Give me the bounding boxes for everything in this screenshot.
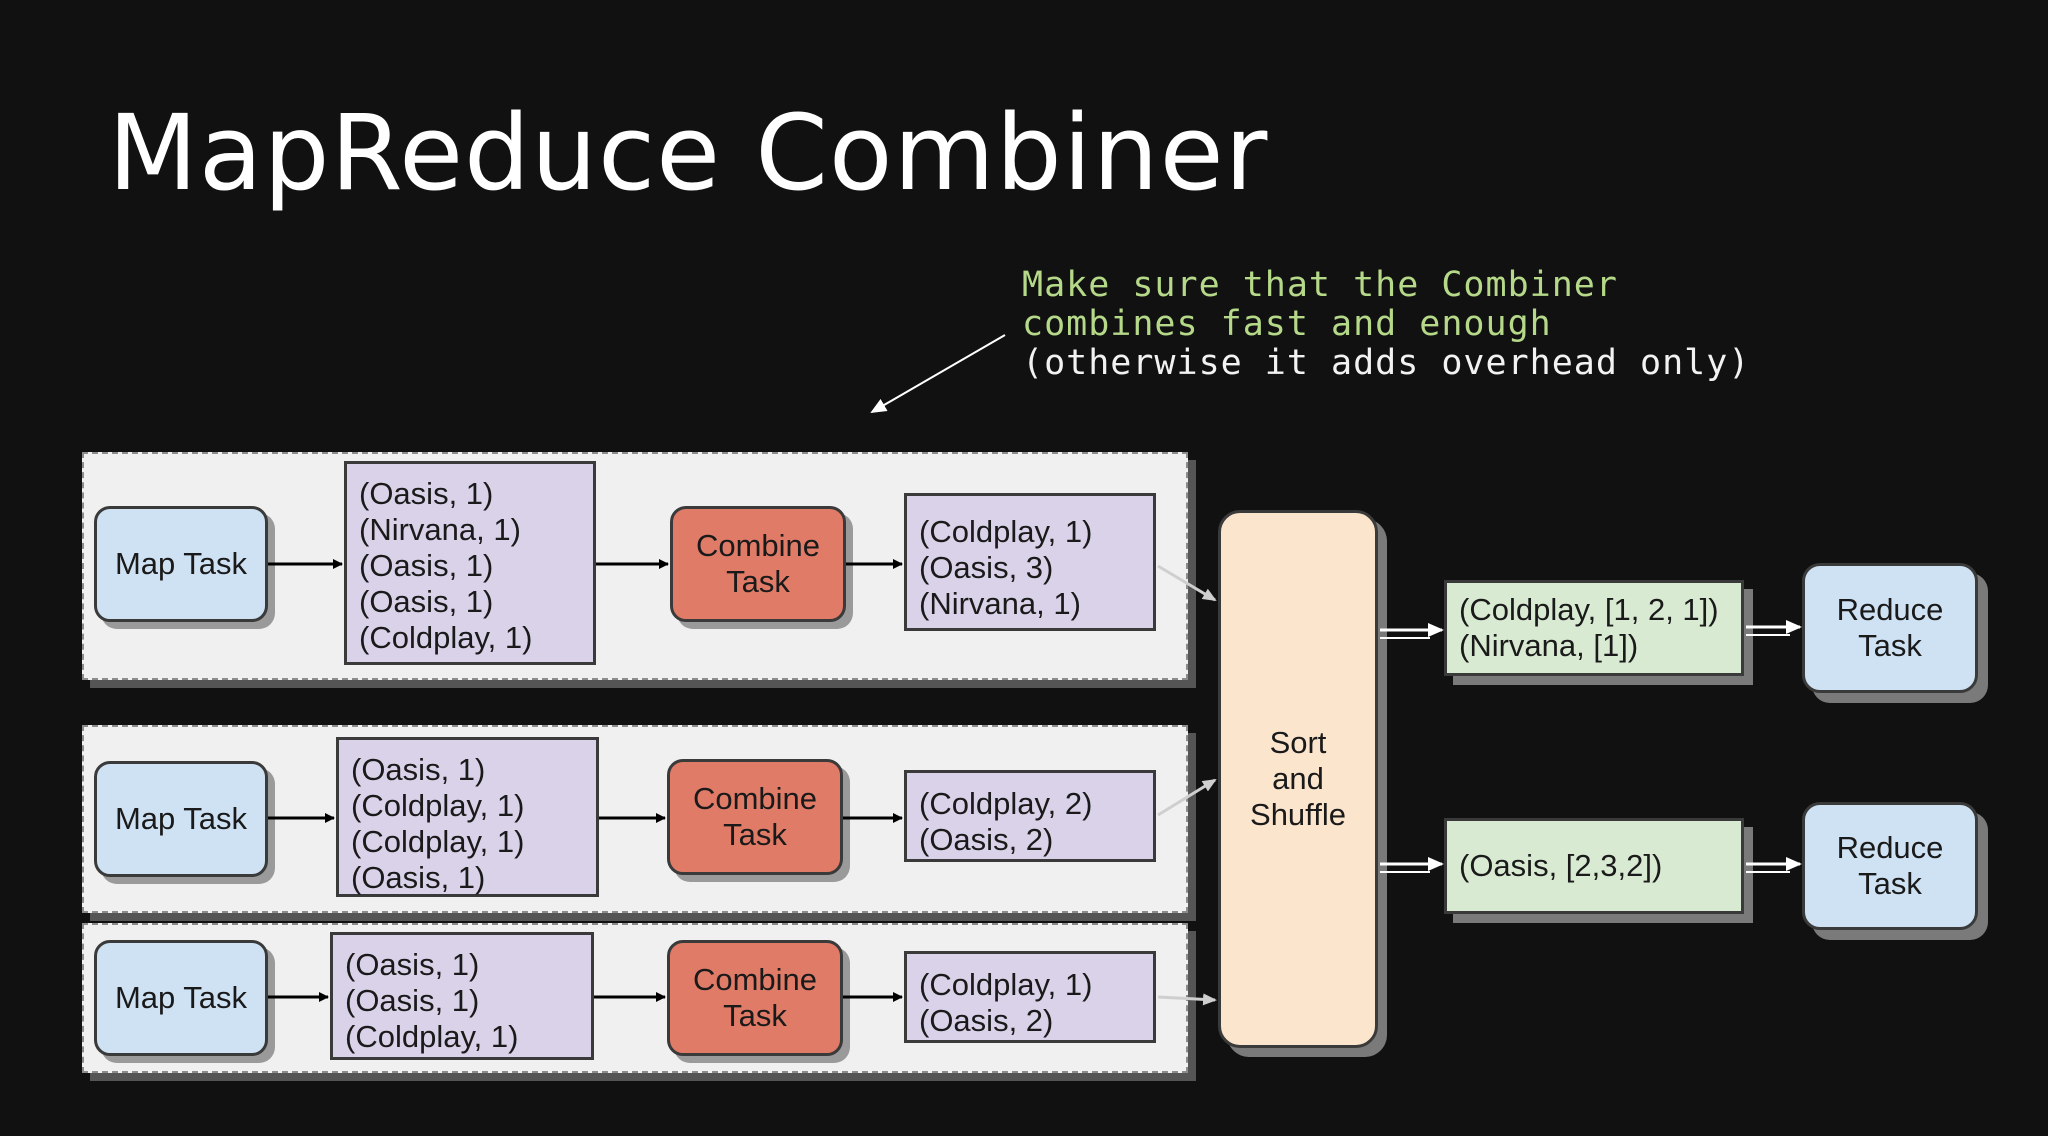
combine-task-label: Combine xyxy=(692,962,818,997)
map-task-label-3: Map Task xyxy=(114,980,248,1015)
map-task-box-1: Map Task xyxy=(94,506,268,622)
combined-output-box-2: (Coldplay, 2) (Oasis, 2) xyxy=(904,770,1156,862)
note-line-3: (otherwise it adds overhead only) xyxy=(1022,343,1751,383)
combined-pair: (Oasis, 2) xyxy=(919,822,1054,857)
combine-task-label: Task xyxy=(723,817,787,852)
map-task-box-3: Map Task xyxy=(94,940,268,1056)
annotation-note: Make sure that the Combiner combines fas… xyxy=(1022,266,1750,383)
grouped-pair: (Nirvana, [1]) xyxy=(1459,628,1639,663)
combined-pair: (Oasis, 2) xyxy=(919,1003,1054,1038)
map-output-box-1: (Oasis, 1) (Nirvana, 1) (Oasis, 1) (Oasi… xyxy=(344,461,596,665)
arrow-to-shuffle-2 xyxy=(1157,778,1217,817)
slide-title: MapReduce Combiner xyxy=(108,92,1269,214)
map-output-pair: (Oasis, 1) xyxy=(345,947,480,982)
combined-pair: (Coldplay, 1) xyxy=(919,967,1093,1002)
reduce-task-label: Task xyxy=(1858,628,1922,663)
map-output-box-3: (Oasis, 1) (Oasis, 1) (Coldplay, 1) xyxy=(330,932,594,1060)
combined-pair: (Nirvana, 1) xyxy=(919,586,1081,621)
map-task-box-2: Map Task xyxy=(94,761,268,877)
map-task-label-2: Map Task xyxy=(114,801,248,836)
reduce-task-box-1: Reduce Task xyxy=(1802,563,1978,693)
map-output-pair: (Nirvana, 1) xyxy=(359,512,521,547)
arrow-to-shuffle-1 xyxy=(1157,564,1217,602)
grouped-pair: (Oasis, [2,3,2]) xyxy=(1459,848,1663,883)
reduce-task-label: Reduce xyxy=(1836,830,1944,865)
note-line-2: combines fast and enough xyxy=(1022,304,1552,344)
map-output-pair: (Oasis, 1) xyxy=(359,476,494,511)
combine-task-box-3: Combine Task xyxy=(667,940,843,1056)
reduce-task-label: Reduce xyxy=(1836,592,1944,627)
sort-shuffle-box: Sort and Shuffle xyxy=(1218,510,1378,1048)
map-task-label-1: Map Task xyxy=(114,546,248,581)
map-output-pair: (Coldplay, 1) xyxy=(359,620,533,655)
shuffle-label: Sort xyxy=(1269,725,1327,760)
grouped-box-2: (Oasis, [2,3,2]) xyxy=(1444,818,1744,914)
combine-task-box-1: Combine Task xyxy=(670,506,846,622)
combine-task-label: Combine xyxy=(692,781,818,816)
shuffle-label: and xyxy=(1272,761,1324,796)
combine-task-label: Task xyxy=(726,564,790,599)
combine-task-label: Task xyxy=(723,998,787,1033)
map-output-pair: (Oasis, 1) xyxy=(359,548,494,583)
combined-pair: (Coldplay, 2) xyxy=(919,786,1093,821)
map-output-pair: (Coldplay, 1) xyxy=(351,788,525,823)
grouped-pair: (Coldplay, [1, 2, 1]) xyxy=(1459,592,1719,627)
annotation-arrow xyxy=(870,334,1006,414)
combine-task-label: Combine xyxy=(695,528,821,563)
combined-output-box-3: (Coldplay, 1) (Oasis, 2) xyxy=(904,951,1156,1043)
combine-task-box-2: Combine Task xyxy=(667,759,843,875)
map-output-pair: (Oasis, 1) xyxy=(359,584,494,619)
map-output-pair: (Oasis, 1) xyxy=(345,983,480,1018)
map-output-pair: (Oasis, 1) xyxy=(351,860,486,895)
reduce-task-label: Task xyxy=(1858,866,1922,901)
map-output-pair: (Oasis, 1) xyxy=(351,752,486,787)
map-output-pair: (Coldplay, 1) xyxy=(345,1019,519,1054)
map-output-pair: (Coldplay, 1) xyxy=(351,824,525,859)
combined-pair: (Coldplay, 1) xyxy=(919,514,1093,549)
combined-output-box-1: (Coldplay, 1) (Oasis, 3) (Nirvana, 1) xyxy=(904,493,1156,631)
grouped-box-1: (Coldplay, [1, 2, 1]) (Nirvana, [1]) xyxy=(1444,580,1744,676)
shuffle-label: Shuffle xyxy=(1250,797,1346,832)
arrow-to-shuffle-3 xyxy=(1157,993,1217,1006)
combined-pair: (Oasis, 3) xyxy=(919,550,1054,585)
map-output-box-2: (Oasis, 1) (Coldplay, 1) (Coldplay, 1) (… xyxy=(336,737,599,897)
note-line-1: Make sure that the Combiner xyxy=(1022,265,1618,305)
reduce-task-box-2: Reduce Task xyxy=(1802,802,1978,930)
